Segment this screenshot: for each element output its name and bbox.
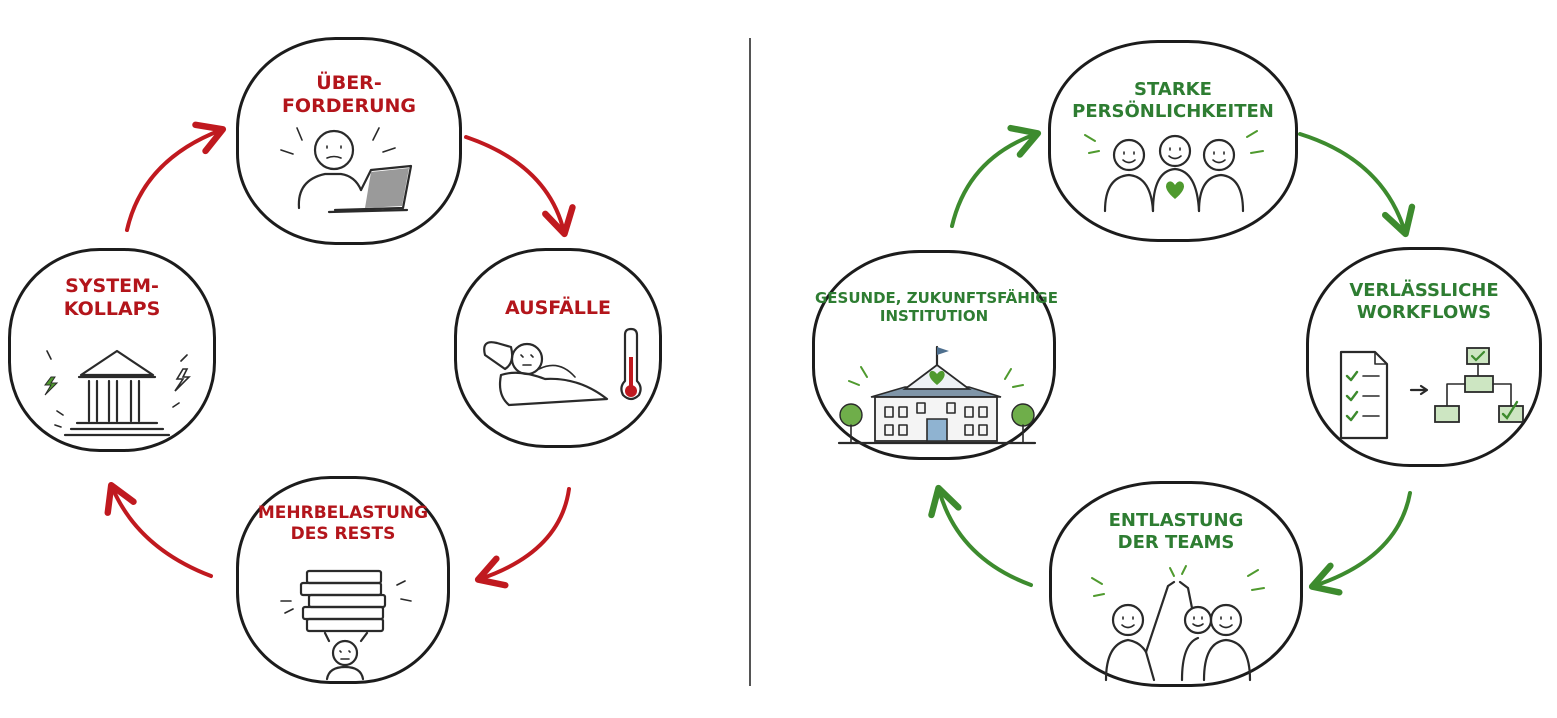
label-line: SYSTEM- <box>65 275 159 297</box>
node-label: SYSTEM- KOLLAPS <box>11 275 213 321</box>
label-line: GESUNDE, ZUKUNFTSFÄHIGE <box>815 289 1058 307</box>
arrow-extra-load-to-collapse <box>104 481 213 578</box>
arrow-absences-to-extra-load <box>474 487 571 589</box>
node-label: ÜBER- FORDERUNG <box>239 72 459 118</box>
section-divider <box>749 38 751 686</box>
label-line: WORKFLOWS <box>1356 301 1492 323</box>
arrow-personalities-to-workflows <box>1298 132 1416 238</box>
label-line: KOLLAPS <box>63 298 161 321</box>
node-label: AUSFÄLLE <box>457 297 659 320</box>
node-reliable-workflows: VERLÄSSLICHE WORKFLOWS <box>1306 247 1542 467</box>
node-label: ENTLASTUNG DER TEAMS <box>1052 510 1300 554</box>
node-healthy-institution: GESUNDE, ZUKUNFTSFÄHIGE INSTITUTION <box>812 250 1058 460</box>
node-label: STARKE PERSÖNLICHKEITEN <box>1051 79 1295 123</box>
label-line: DER TEAMS <box>1117 531 1235 553</box>
person-carrying-stack-icon <box>277 567 417 681</box>
label-line: ENTLASTUNG <box>1108 510 1244 531</box>
arrow-collapse-to-overload <box>125 121 227 232</box>
healthy-school-building-icon <box>835 345 1039 449</box>
arrow-relief-to-institution <box>928 484 1033 587</box>
node-label: MEHRBELASTUNG DES RESTS <box>239 503 447 544</box>
label-line: FORDERUNG <box>281 95 417 118</box>
arrow-institution-to-personalities <box>950 124 1042 228</box>
label-line: INSTITUTION <box>879 307 989 326</box>
node-strong-personalities: STARKE PERSÖNLICHKEITEN <box>1048 40 1298 242</box>
label-line: VERLÄSSLICHE <box>1349 280 1499 301</box>
node-system-collapse: SYSTEM- KOLLAPS <box>8 248 216 452</box>
label-line: ÜBER- <box>316 72 382 94</box>
label-line: AUSFÄLLE <box>505 297 611 319</box>
high-five-team-icon <box>1088 565 1268 682</box>
label-line: MEHRBELASTUNG <box>257 503 429 523</box>
sick-in-bed-thermometer-icon <box>479 327 649 419</box>
arrow-workflows-to-relief <box>1308 491 1412 596</box>
node-label: VERLÄSSLICHE WORKFLOWS <box>1309 280 1539 324</box>
arrow-overload-to-absences <box>464 135 576 238</box>
overwhelmed-person-laptop-icon <box>269 120 419 220</box>
node-overload: ÜBER- FORDERUNG <box>236 37 462 245</box>
node-extra-load: MEHRBELASTUNG DES RESTS <box>236 476 450 684</box>
node-absences: AUSFÄLLE <box>454 248 662 448</box>
checklist-flowchart-icon <box>1339 346 1525 442</box>
label-line: DES RESTS <box>290 523 396 544</box>
node-team-relief: ENTLASTUNG DER TEAMS <box>1049 481 1303 687</box>
collapsing-institution-icon <box>37 345 197 441</box>
three-people-heart-icon <box>1079 125 1269 215</box>
label-line: STARKE <box>1134 79 1212 100</box>
node-label: GESUNDE, ZUKUNFTSFÄHIGE INSTITUTION <box>815 289 1058 326</box>
label-line: PERSÖNLICHKEITEN <box>1072 100 1274 122</box>
